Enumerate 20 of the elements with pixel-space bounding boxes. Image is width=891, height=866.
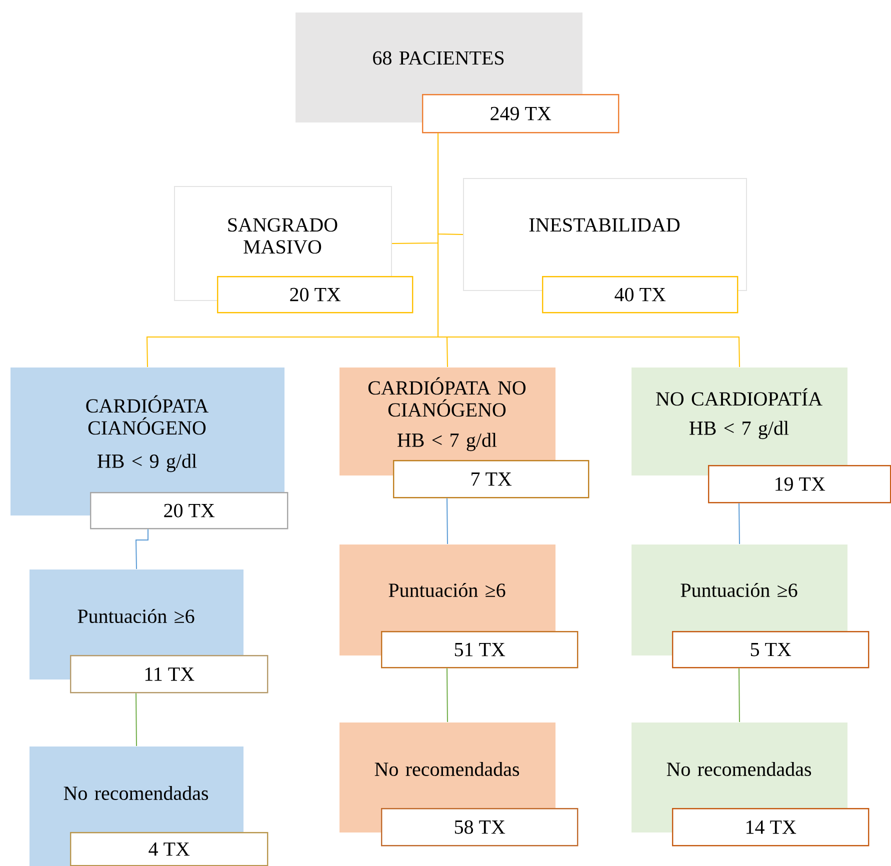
count-box: 20 TX bbox=[90, 492, 288, 530]
process-box: NO CARDIOPATÍA HB < 7 g/dl bbox=[632, 368, 848, 476]
connector-line bbox=[446, 668, 448, 722]
connector-line bbox=[438, 132, 740, 368]
count-box: 11 TX bbox=[70, 655, 268, 694]
connector-line bbox=[738, 668, 740, 722]
connector-line bbox=[446, 498, 448, 544]
count-box: 51 TX bbox=[381, 631, 578, 668]
count-box: 20 TX bbox=[217, 276, 414, 314]
connector-line bbox=[738, 502, 740, 544]
count-box: 58 TX bbox=[381, 808, 578, 846]
count-box: 5 TX bbox=[672, 631, 870, 668]
count-box: 4 TX bbox=[70, 832, 268, 866]
count-box: 19 TX bbox=[708, 465, 891, 504]
count-box: 249 TX bbox=[422, 94, 620, 134]
count-box: 40 TX bbox=[542, 276, 738, 314]
count-box: 7 TX bbox=[393, 460, 590, 498]
connector-line bbox=[136, 528, 148, 570]
connector-line bbox=[136, 692, 137, 746]
count-box: 14 TX bbox=[672, 808, 870, 846]
